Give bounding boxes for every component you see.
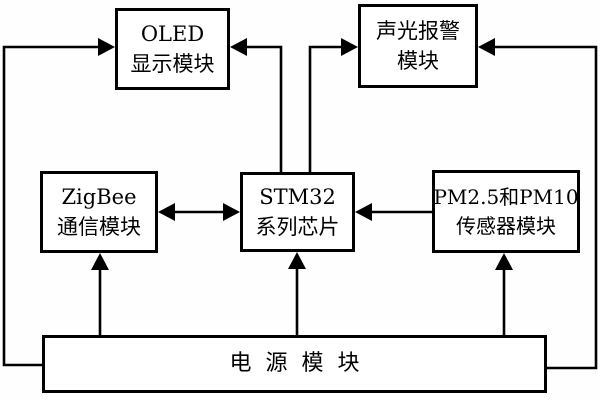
arrowhead-into-oled-right-icon bbox=[230, 38, 247, 56]
zigbee-label-line1: ZigBee bbox=[61, 184, 137, 209]
arrowhead-into-zigbee-right-icon bbox=[158, 203, 175, 221]
power-module-box: 电源模块 bbox=[42, 335, 547, 393]
line-stm32-to-alarm bbox=[308, 45, 343, 172]
pm-label-line1: PM2.5和PM10 bbox=[433, 184, 579, 209]
line-stm32-to-oled bbox=[245, 45, 283, 172]
arrowhead-into-stm32-bottom-icon bbox=[288, 252, 306, 269]
stm32-chip-box: STM32 系列芯片 bbox=[240, 172, 355, 252]
arrowhead-into-zigbee-bottom-icon bbox=[91, 253, 109, 270]
arrowhead-into-stm32-right-icon bbox=[355, 203, 372, 221]
zigbee-label-line2: 通信模块 bbox=[57, 215, 141, 239]
arrowhead-into-oled-left-icon bbox=[98, 38, 115, 56]
zigbee-comm-module-box: ZigBee 通信模块 bbox=[40, 171, 158, 253]
sound-light-alarm-module-box: 声光报警 模块 bbox=[358, 4, 478, 88]
arrowhead-into-stm32-left-icon bbox=[223, 203, 240, 221]
alarm-label-line2: 模块 bbox=[397, 49, 439, 73]
stm32-label-line1: STM32 bbox=[259, 184, 336, 209]
power-label: 电源模块 bbox=[229, 351, 374, 377]
arrowhead-into-pm-bottom-icon bbox=[495, 253, 513, 270]
arrowhead-into-alarm-right-icon bbox=[478, 38, 495, 56]
oled-label-line2: 显示模块 bbox=[130, 52, 215, 76]
line-power-to-alarm bbox=[493, 45, 598, 370]
pm25-pm10-sensor-module-box: PM2.5和PM10 传感器模块 bbox=[432, 170, 580, 253]
oled-label-line1: OLED bbox=[140, 21, 205, 46]
stm32-label-line2: 系列芯片 bbox=[255, 215, 340, 239]
alarm-label-line1: 声光报警 bbox=[376, 18, 460, 43]
oled-display-module-box: OLED 显示模块 bbox=[115, 8, 230, 90]
arrowhead-into-alarm-left-icon bbox=[341, 38, 358, 56]
line-power-to-oled bbox=[2, 45, 100, 367]
pm-label-line2: 传感器模块 bbox=[456, 213, 556, 238]
